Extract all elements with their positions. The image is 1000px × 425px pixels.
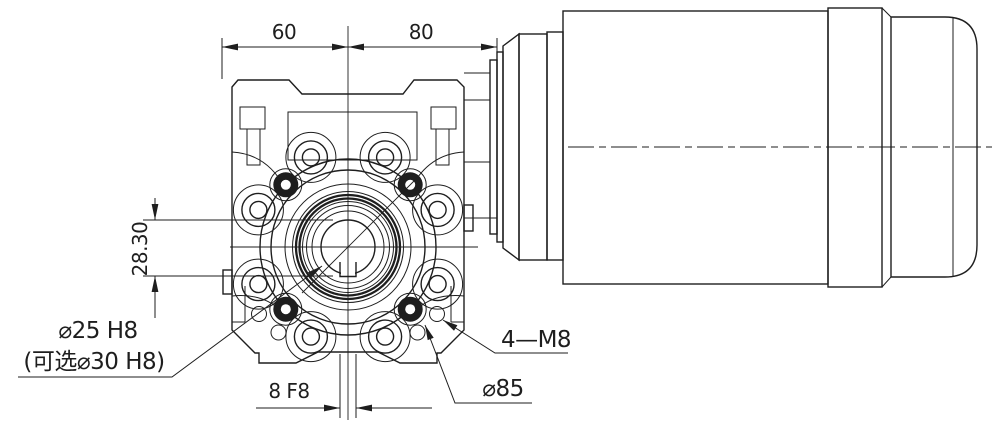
m8-hole — [409, 324, 426, 341]
leader-arrow — [425, 325, 434, 341]
flange-bolts — [232, 131, 464, 363]
leader-arrow — [443, 320, 458, 331]
socket-screw — [269, 168, 303, 202]
label-m8-holes: 4—M8 — [442, 319, 572, 354]
motor-side-view — [489, 7, 992, 288]
dim-arrow — [332, 43, 348, 51]
corner-relief-arc — [415, 295, 465, 311]
m8-tapped-holes — [251, 306, 445, 341]
leader-line — [18, 265, 323, 378]
leader-arrow — [308, 266, 322, 278]
flange-bolt — [285, 311, 337, 363]
bell-housing-taper — [502, 32, 520, 262]
socket-screw — [393, 292, 427, 326]
dim-text-80: 80 — [409, 20, 433, 44]
bell-housing — [518, 33, 548, 261]
gearbox-housing-outline — [231, 79, 465, 364]
front-view-centerlines — [230, 26, 478, 420]
socket-screw — [269, 292, 303, 326]
label-bolt-circle-d85: ⌀85 — [424, 324, 532, 404]
label-text-bore-optional: (可选⌀30 H8) — [23, 349, 164, 375]
flange-bolt — [412, 258, 464, 310]
worm-cover-boss — [287, 111, 418, 161]
flange-bolt — [232, 184, 284, 236]
leader-line — [424, 324, 532, 404]
flange-bolt — [285, 131, 337, 183]
label-text-bore: ⌀25 H8 — [58, 318, 137, 344]
motor-body — [562, 10, 829, 285]
dim-text-28-30: 28.30 — [128, 222, 152, 277]
housing-rib — [239, 106, 266, 130]
dim-arrow — [324, 404, 340, 412]
foot-step-line — [232, 286, 464, 323]
motor-rear-ring — [827, 7, 883, 288]
flange-bolt — [232, 258, 284, 310]
label-text-4-m8: 4—M8 — [501, 327, 571, 353]
dim-text-8-f8: 8 F8 — [268, 379, 309, 403]
dimension-8-f8: 8 F8 — [256, 354, 432, 418]
housing-rib — [246, 128, 261, 166]
end-cap-chamfer — [881, 7, 892, 288]
label-text-d85: ⌀85 — [482, 376, 524, 402]
housing-rib — [430, 106, 457, 130]
m8-hole — [270, 324, 287, 341]
flange-bolt — [359, 131, 411, 183]
dim-arrow — [151, 204, 159, 220]
bell-connection-lines — [464, 72, 497, 219]
adapter-plate-2 — [496, 51, 504, 243]
label-output-bore: ⌀25 H8 (可选⌀30 H8) — [18, 265, 323, 378]
m8-hole — [251, 306, 267, 322]
motor-front-ring — [546, 31, 564, 261]
flange-bolt — [359, 311, 411, 363]
dim-text-60: 60 — [272, 20, 296, 44]
dimension-60-80: 60 80 — [221, 20, 498, 79]
dim-arrow — [151, 276, 159, 292]
adapter-plate-1 — [489, 59, 498, 235]
dim-arrow — [222, 43, 238, 51]
gearbox-front-view — [222, 26, 497, 420]
m8-hole — [429, 306, 445, 322]
dim-arrow — [356, 404, 372, 412]
leader-line — [442, 319, 568, 354]
dim-arrow — [481, 43, 497, 51]
flange-bolt — [412, 184, 464, 236]
housing-left-tab — [222, 269, 233, 295]
dimension-28-30: 28.30 — [128, 198, 333, 318]
dim-arrow — [348, 43, 364, 51]
diagonal-centerline — [301, 179, 416, 294]
housing-rib — [435, 128, 450, 166]
